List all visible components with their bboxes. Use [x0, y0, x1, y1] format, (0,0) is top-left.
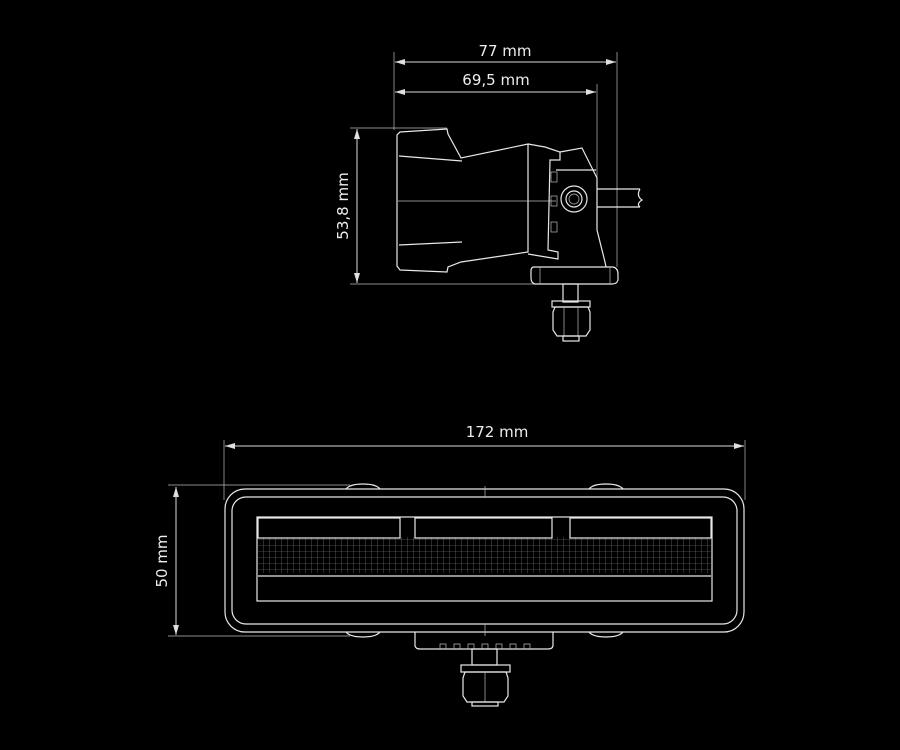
dimension-label-front-height: 50 mm: [153, 534, 171, 587]
dimension-label-height: 53,8 mm: [334, 172, 352, 239]
dimension-label-housing-length: 69,5 mm: [462, 71, 529, 89]
lens-grid: [258, 537, 711, 573]
lamp-front: [224, 483, 745, 707]
dimension-label-width: 172 mm: [466, 423, 529, 441]
front-view: 172 mm 50 mm: [153, 423, 746, 707]
dimension-label-overall-length: 77 mm: [478, 42, 531, 60]
lamp-housing-side: [396, 128, 644, 342]
side-view: 77 mm 69,5 mm 53,8 mm: [334, 42, 644, 342]
